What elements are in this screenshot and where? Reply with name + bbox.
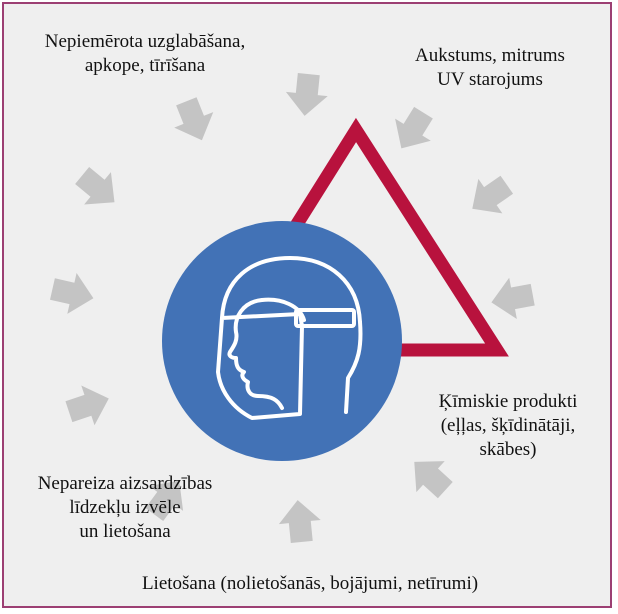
arrow-icon bbox=[491, 277, 535, 320]
arrow-icon bbox=[174, 97, 214, 141]
label-chemicals-line3: skābes) bbox=[479, 439, 537, 460]
label-selection-line3: un lietošana bbox=[79, 521, 171, 542]
label-chemicals: Ķīmiskie produkti (eļļas, šķīdinātāji, s… bbox=[408, 390, 608, 462]
label-climate: Aukstums, mitrums UV starojums bbox=[390, 44, 590, 92]
arrow-icon bbox=[65, 385, 109, 426]
label-climate-line1: Aukstums, mitrums bbox=[415, 45, 565, 66]
label-storage: Nepiemērota uzglabāšana, apkope, tīrīšan… bbox=[30, 30, 260, 78]
arrow-icon bbox=[285, 72, 328, 116]
face-shield-icon bbox=[216, 256, 363, 420]
label-climate-line2: UV starojums bbox=[437, 69, 543, 90]
label-chemicals-line2: (eļļas, šķīdinātāji, bbox=[440, 415, 576, 436]
arrow-icon bbox=[414, 461, 453, 499]
label-chemicals-line1: Ķīmiskie produkti bbox=[438, 391, 578, 412]
label-selection: Nepareiza aizsardzības līdzekļu izvēle u… bbox=[10, 472, 240, 544]
arrow-icon bbox=[75, 167, 115, 205]
arrow-icon bbox=[145, 480, 184, 522]
arrow-icon bbox=[278, 500, 321, 543]
face-shield-sign bbox=[162, 221, 402, 461]
label-selection-line2: līdzekļu izvēle bbox=[69, 497, 181, 518]
sign-circle bbox=[162, 221, 402, 461]
label-storage-line1: Nepiemērota uzglabāšana, bbox=[44, 31, 246, 52]
label-storage-line2: apkope, tīrīšana bbox=[84, 55, 206, 76]
arrow-icon bbox=[472, 175, 514, 214]
label-usage: Lietošana (nolietošanās, bojājumi, netīr… bbox=[141, 573, 479, 594]
label-selection-line1: Nepareiza aizsardzības bbox=[37, 473, 213, 494]
arrow-icon bbox=[50, 272, 94, 314]
arrow-icon bbox=[395, 106, 433, 149]
arrows bbox=[50, 72, 535, 543]
